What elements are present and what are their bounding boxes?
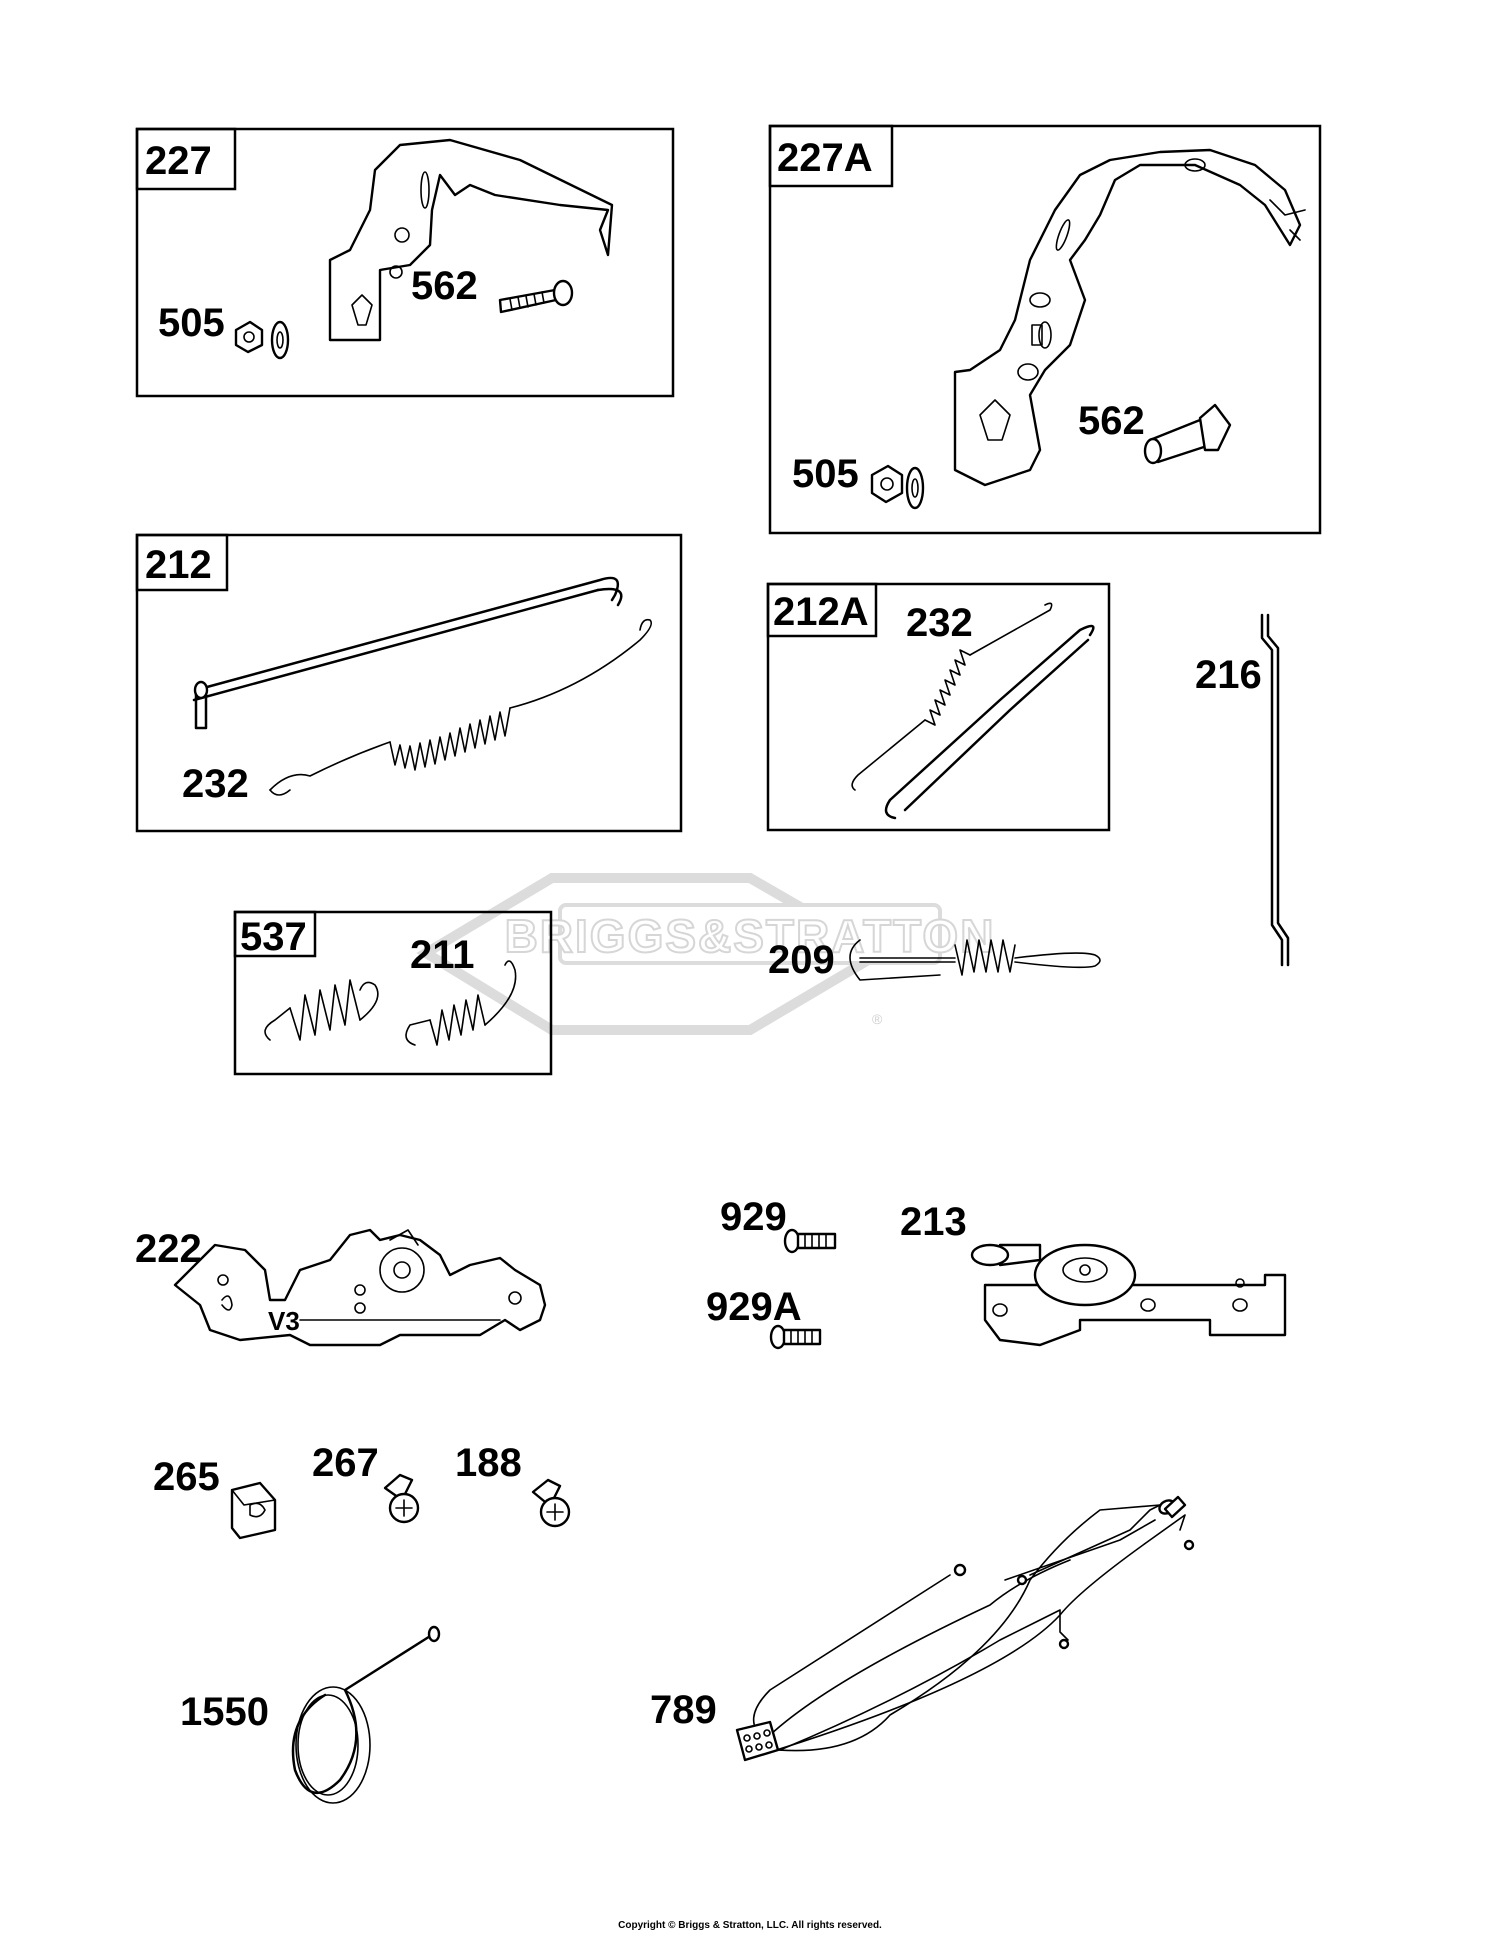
group-212: 212 232 [135,533,683,833]
group-227: 227 505 562 [135,127,675,398]
washer-icon [270,320,290,360]
part-label-188: 188 [455,1441,522,1485]
part-label-209: 209 [768,938,835,982]
part-label-267: 267 [312,1441,379,1485]
screw-icon [769,1324,822,1350]
part-label-213: 213 [900,1200,967,1244]
box-212 [135,533,683,833]
group-929: 929 929A [706,1195,837,1350]
part-label-789: 789 [650,1688,717,1732]
part-label-212A: 212A [773,590,869,634]
part-label-562-b: 562 [1078,399,1145,443]
part-label-227: 227 [145,139,212,183]
v3-marking: V3 [268,1306,300,1336]
part-label-505-a: 505 [158,301,225,345]
group-209: 209 [768,938,1101,982]
group-213: 213 [900,1200,1287,1347]
part-label-1550: 1550 [180,1690,269,1734]
clip-icon [230,1481,277,1540]
part-label-222: 222 [135,1227,202,1271]
part-label-265: 265 [153,1455,220,1499]
part-label-212: 212 [145,543,212,587]
governor-bracket-icon [328,138,614,342]
label-box-212 [135,533,229,592]
wire-harness-icon [735,1495,1195,1762]
group-789: 789 [650,1495,1195,1762]
link-rod-icon [884,624,1095,820]
group-212A: 212A 232 [766,582,1111,832]
spring-icon [849,939,1101,981]
box-537 [233,910,553,1076]
group-1550: 1550 [180,1625,441,1804]
spring-icon [269,618,653,796]
part-label-211: 211 [410,933,475,977]
group-537: 537 211 [233,910,553,1076]
box-227 [135,127,675,398]
screw-icon [1143,403,1232,465]
part-label-232-a: 232 [182,762,249,806]
copyright-footer: Copyright © Briggs & Stratton, LLC. All … [618,1920,882,1931]
screw-icon [783,1228,837,1254]
group-265: 265 267 188 [153,1441,571,1540]
part-label-537: 537 [240,915,307,959]
watermark-registered-mark: ® [872,1011,883,1027]
part-label-929: 929 [720,1195,787,1239]
spring-icon [405,960,517,1046]
governor-bracket-icon [173,1228,547,1347]
nut-icon [870,464,904,504]
part-label-929A: 929A [706,1285,802,1329]
group-222: 222 V3 [135,1227,547,1347]
spring-icon [264,979,379,1041]
idler-bracket-icon [970,1243,1287,1347]
part-label-227A: 227A [777,136,873,180]
label-box-212A [766,582,878,638]
nut-icon [234,320,264,354]
part-label-216: 216 [1195,653,1262,697]
screw-icon [531,1478,571,1528]
link-rod-icon [1260,613,1290,967]
part-label-232-b: 232 [906,601,973,645]
spring-icon [851,602,1053,791]
washer-icon [905,466,925,510]
briggs-stratton-watermark: BRIGGS&STRATTON ® [416,873,996,1035]
label-box-227 [135,127,237,191]
part-label-505-b: 505 [792,452,859,496]
screw-icon [498,279,574,314]
coil-wire-icon [291,1625,441,1804]
group-227A: 227A 505 562 [768,124,1322,535]
label-box-227A [768,124,894,188]
label-box-537 [233,910,317,958]
governor-bracket-icon [953,148,1306,487]
box-212A [766,582,1111,832]
group-216: 216 [1195,613,1290,967]
part-label-562-a: 562 [411,264,478,308]
screw-icon [383,1473,420,1524]
link-rod-icon [192,576,623,730]
box-227A [768,124,1322,535]
watermark-text: BRIGGS&STRATTON [505,910,996,962]
